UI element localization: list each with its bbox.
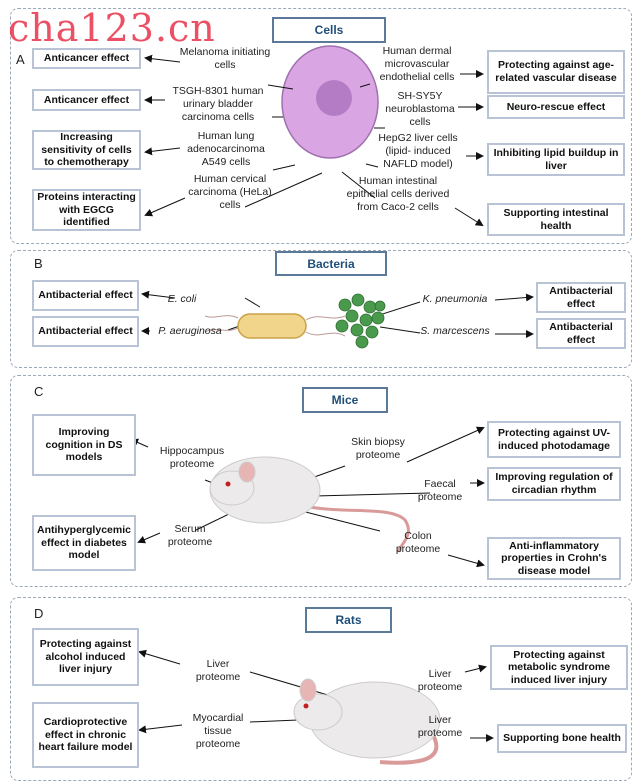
bacterium-label: E. coli — [167, 293, 197, 305]
effect-box: Inhibiting lipid buildup in liver — [487, 143, 625, 176]
cell-type-label: TSGH-8301 human urinary bladder carcinom… — [172, 85, 264, 124]
panel-label-a: A — [16, 52, 25, 67]
panel-mice — [10, 375, 632, 587]
effect-box: Proteins interacting with EGCG identifie… — [32, 189, 141, 231]
cell-type-label: Melanoma initiating cells — [179, 46, 271, 72]
effect-box: Antibacterial effect — [536, 282, 626, 313]
bacteria-illustration — [204, 293, 386, 349]
cell-type-label: Human lung adenocarcinoma A549 cells — [187, 130, 265, 169]
effect-box: Antibacterial effect — [536, 318, 626, 349]
effect-box: Supporting intestinal health — [487, 203, 625, 236]
panel-bacteria — [10, 250, 632, 368]
proteome-label: Serum proteome — [167, 523, 213, 549]
proteome-label: Liver proteome — [417, 668, 463, 694]
effect-box: Protecting against alcohol induced liver… — [32, 628, 139, 686]
proteome-label: Hippocampus proteome — [159, 445, 225, 471]
bacterium-label: K. pneumonia — [422, 293, 488, 305]
effect-box: Increasing sensitivity of cells to chemo… — [32, 130, 141, 170]
panel-title-rats: Rats — [305, 607, 392, 633]
effect-box: Neuro-rescue effect — [487, 95, 625, 119]
proteome-label: Colon proteome — [395, 530, 441, 556]
proteome-label: Liver proteome — [417, 714, 463, 740]
effect-box: Anti-inflammatory properties in Crohn's … — [487, 537, 621, 580]
effect-box: Anticancer effect — [32, 48, 141, 69]
proteome-label: Myocardial tissue proteome — [192, 712, 244, 751]
cell-nucleus — [316, 80, 352, 116]
cell-type-label: SH-SY5Y neuroblastoma cells — [385, 90, 455, 129]
effect-box: Improving cognition in DS models — [32, 414, 136, 476]
mouse-illustration — [209, 456, 410, 553]
panel-title-mice: Mice — [302, 387, 388, 413]
proteome-label: Liver proteome — [195, 658, 241, 684]
effect-box: Antibacterial effect — [32, 280, 139, 311]
panel-title-bacteria: Bacteria — [275, 251, 387, 276]
cell-type-label: HepG2 liver cells (lipid- induced NAFLD … — [378, 132, 458, 171]
panel-cells — [10, 8, 632, 244]
effect-box: Cardioprotective effect in chronic heart… — [32, 702, 139, 768]
panel-label-c: C — [34, 384, 44, 399]
proteome-label: Faecal proteome — [417, 478, 463, 504]
effect-box: Protecting against UV-induced photodamag… — [487, 421, 621, 458]
panel-label-d: D — [34, 606, 44, 621]
panel-label-b: B — [34, 256, 43, 271]
effect-box: Protecting against age-related vascular … — [487, 50, 625, 94]
effect-box: Protecting against metabolic syndrome in… — [490, 645, 628, 690]
rat-illustration — [293, 678, 441, 765]
panel-title-cells: Cells — [272, 17, 386, 43]
cell-type-label: Human dermal microvascular endothelial c… — [379, 45, 455, 84]
effect-box: Improving regulation of circadian rhythm — [487, 467, 621, 501]
effect-box: Anticancer effect — [32, 89, 141, 111]
effect-box: Supporting bone health — [497, 724, 627, 753]
panel-rats — [10, 597, 632, 781]
effect-box: Antihyperglycemic effect in diabetes mod… — [32, 515, 136, 571]
effect-box: Antibacterial effect — [32, 316, 139, 347]
cell-type-label: Human intestinal epithelial cells derive… — [346, 175, 450, 214]
watermark: cha123.cn — [8, 6, 216, 50]
bacterium-label: S. marcescens — [420, 325, 490, 337]
cell-type-label: Human cervical carcinoma (HeLa) cells — [188, 173, 272, 212]
bacterium-label: P. aeruginosa — [158, 325, 222, 337]
proteome-label: Skin biopsy proteome — [351, 436, 405, 462]
